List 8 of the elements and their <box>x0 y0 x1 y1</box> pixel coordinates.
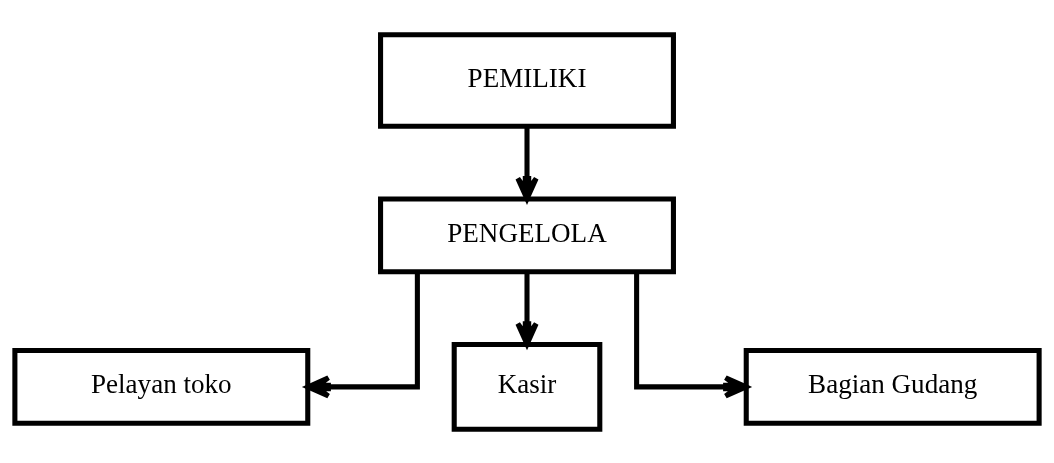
arrow <box>634 271 749 399</box>
node-box: PEMILIKI <box>378 31 676 129</box>
arrow <box>515 271 539 347</box>
node-box: Kasir <box>451 341 603 432</box>
node-box: Bagian Gudang <box>743 347 1042 426</box>
node-box: Pelayan toko <box>12 347 311 426</box>
arrow <box>305 271 420 399</box>
node-box: PENGELOLA <box>378 195 676 274</box>
